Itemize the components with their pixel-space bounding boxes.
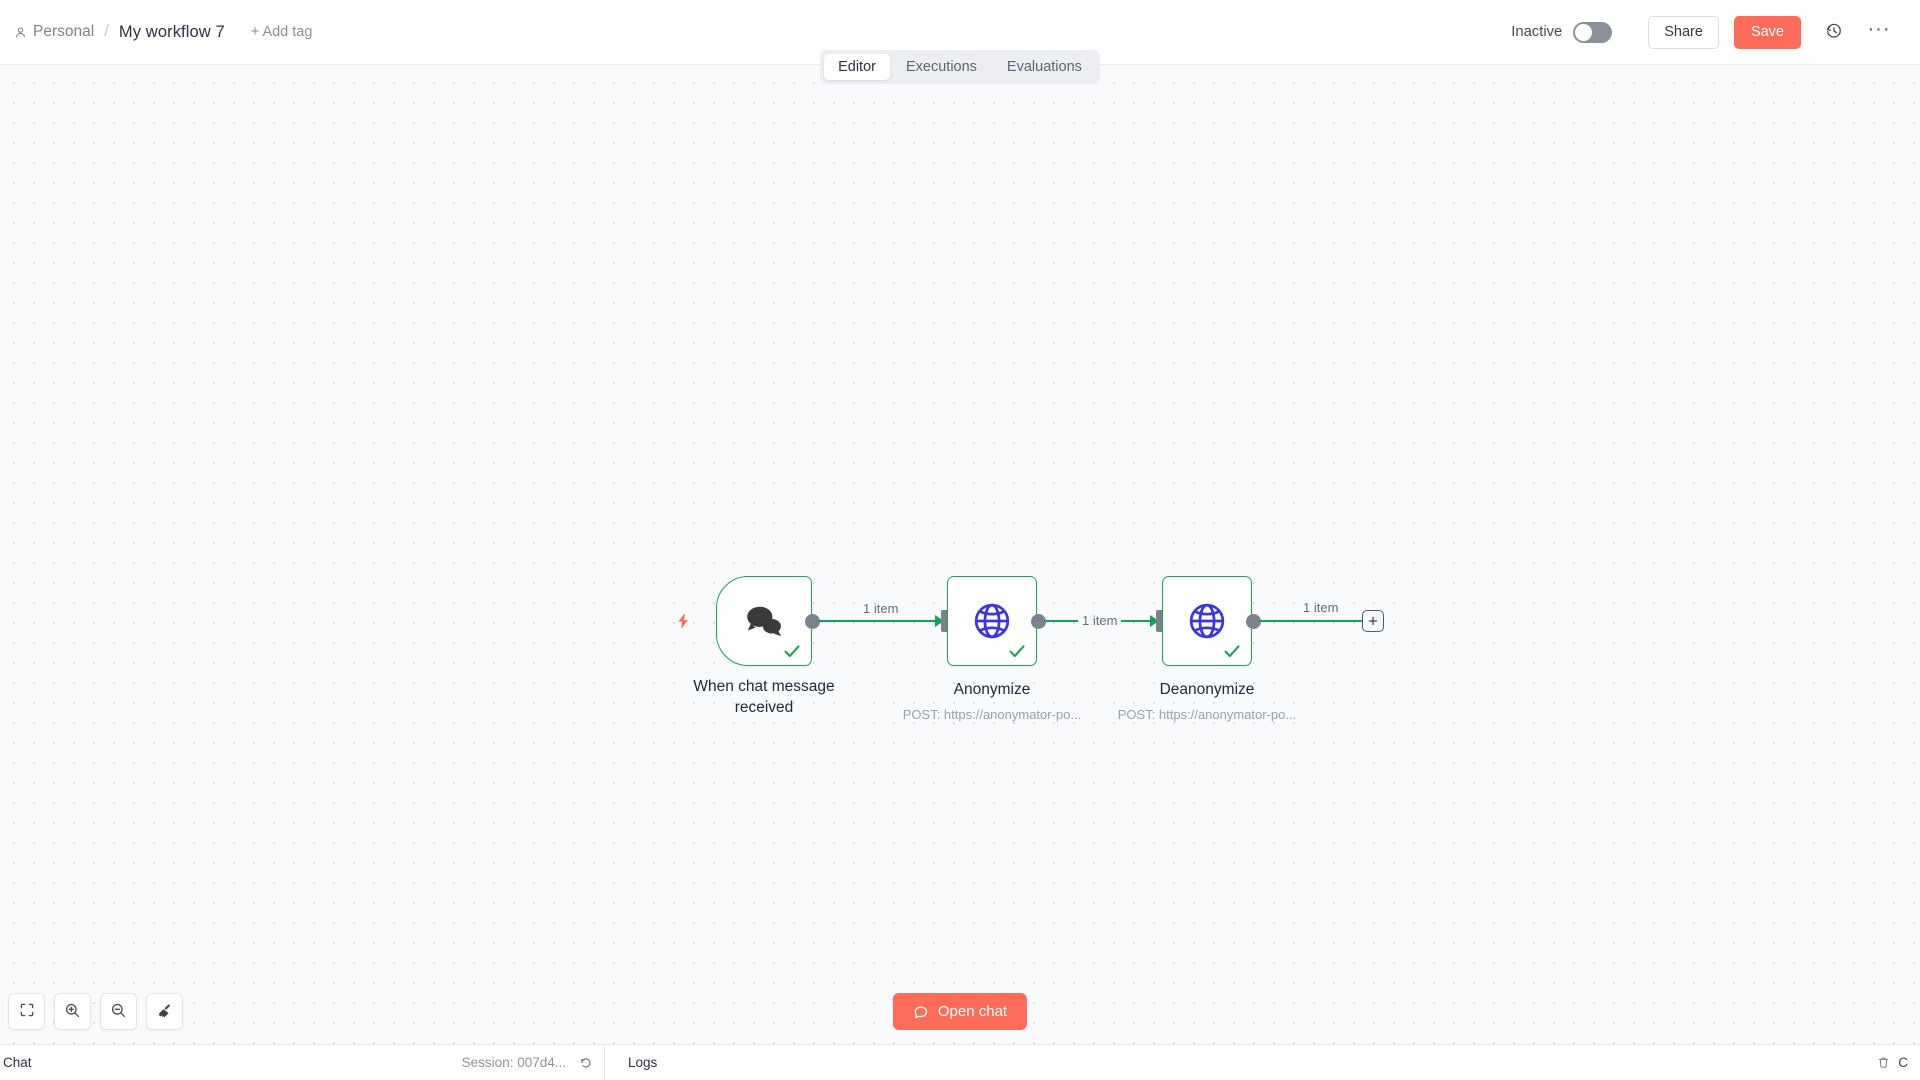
canvas-controls — [8, 993, 183, 1030]
trash-icon[interactable] — [1876, 1055, 1891, 1070]
lightning-bolt-icon — [674, 612, 692, 630]
breadcrumb: Personal / My workflow 7 + Add tag — [14, 0, 312, 64]
input-port-deanonymize[interactable] — [1156, 610, 1165, 632]
session-info: Session: 007d4... — [462, 1055, 594, 1070]
reset-session-button[interactable] — [579, 1055, 594, 1070]
tab-editor[interactable]: Editor — [824, 54, 890, 80]
node-subtitle-anonymize: POST: https://anonymator-po... — [902, 707, 1082, 722]
open-chat-label: Open chat — [937, 1003, 1008, 1020]
zoom-out-icon — [110, 1002, 127, 1022]
person-icon — [14, 26, 27, 39]
header-actions: Inactive Share Save ··· — [1511, 15, 1896, 49]
node-status-check-icon — [1222, 641, 1242, 661]
fit-view-button[interactable] — [8, 993, 45, 1030]
activation-toggle[interactable] — [1573, 21, 1613, 43]
output-port-anonymize[interactable] — [1031, 614, 1046, 629]
tidy-up-button[interactable] — [146, 993, 183, 1030]
node-title-when-chat-message-received: When chat message received — [693, 678, 835, 716]
open-chat-button[interactable]: Open chat — [892, 993, 1028, 1030]
tab-evaluations[interactable]: Evaluations — [993, 54, 1096, 80]
share-button[interactable]: Share — [1648, 15, 1719, 49]
chat-bubble-icon — [913, 1004, 929, 1020]
node-anonymize[interactable] — [947, 576, 1037, 666]
output-port-trigger[interactable] — [805, 614, 820, 629]
clock-history-icon — [1825, 22, 1843, 43]
broom-icon — [156, 1002, 173, 1022]
zoom-in-button[interactable] — [54, 993, 91, 1030]
breadcrumb-separator: / — [104, 21, 109, 40]
workflow-name[interactable]: My workflow 7 — [118, 22, 225, 41]
node-deanonymize[interactable] — [1162, 576, 1252, 666]
chat-bubbles-icon — [717, 577, 811, 665]
edge-label-2: 1 item — [1078, 613, 1122, 628]
edge-label-1: 1 item — [859, 601, 903, 616]
globe-icon — [1163, 577, 1251, 665]
edge-arrow-1 — [935, 615, 944, 627]
fit-screen-icon — [19, 1002, 35, 1021]
toggle-knob — [1575, 23, 1593, 41]
chat-panel-header[interactable]: Chat Session: 007d4... — [0, 1045, 605, 1080]
tab-executions[interactable]: Executions — [892, 54, 991, 80]
logs-actions: C — [1876, 1055, 1910, 1070]
zoom-in-icon — [64, 1002, 81, 1022]
chat-label: Chat — [3, 1055, 32, 1070]
workflow-canvas[interactable]: When chat message received 1 item — [0, 65, 1920, 1044]
workflow-graph: When chat message received 1 item — [0, 65, 1920, 1044]
breadcrumb-project-label: Personal — [33, 23, 95, 40]
logs-panel-header[interactable]: Logs C — [605, 1045, 1920, 1080]
edge-arrow-2 — [1150, 615, 1159, 627]
node-title-deanonymize: Deanonymize — [1159, 681, 1255, 698]
node-when-chat-message-received[interactable] — [716, 576, 812, 666]
session-id-label: Session: 007d4... — [461, 1055, 566, 1070]
add-tag-button[interactable]: + Add tag — [250, 24, 313, 40]
more-options-button[interactable]: ··· — [1862, 15, 1896, 49]
output-port-deanonymize[interactable] — [1246, 614, 1261, 629]
view-tabs: Editor Executions Evaluations — [820, 50, 1100, 84]
edge-label-3: 1 item — [1299, 600, 1343, 615]
breadcrumb-project[interactable]: Personal — [14, 23, 94, 41]
node-title-anonymize: Anonymize — [953, 681, 1031, 698]
zoom-out-button[interactable] — [100, 993, 137, 1030]
edge-trigger-to-anonymize[interactable] — [818, 620, 945, 622]
logs-label: Logs — [628, 1055, 658, 1070]
node-status-check-icon — [782, 641, 802, 661]
node-subtitle-deanonymize: POST: https://anonymator-po... — [1117, 707, 1297, 722]
edge-deanonymize-to-add[interactable] — [1259, 620, 1369, 622]
workflow-history-button[interactable] — [1817, 15, 1851, 49]
activation-label: Inactive — [1511, 24, 1563, 40]
clear-label[interactable]: C — [1898, 1055, 1908, 1070]
add-node-button[interactable] — [1362, 610, 1384, 632]
input-port-anonymize[interactable] — [941, 610, 950, 632]
save-button[interactable]: Save — [1733, 15, 1801, 49]
node-status-check-icon — [1007, 641, 1027, 661]
bottom-bar: Chat Session: 007d4... Logs — [0, 1044, 1920, 1080]
globe-icon — [948, 577, 1036, 665]
